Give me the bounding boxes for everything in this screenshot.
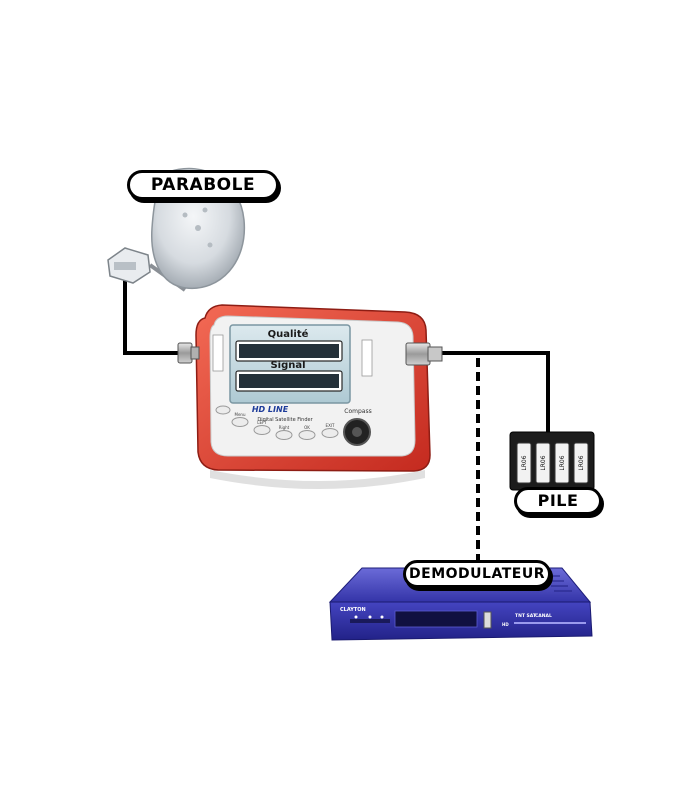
finder-shadow <box>210 470 425 489</box>
receiver-card-slot <box>483 611 492 629</box>
finder-button-label: Right <box>279 425 290 430</box>
receiver-power-button[interactable] <box>354 615 358 619</box>
finder-button-ok[interactable] <box>298 430 316 440</box>
receiver-vents <box>545 575 572 592</box>
label-pile: PILE <box>514 487 602 515</box>
battery-cell-label: LR06 <box>521 455 528 470</box>
battery-cell: LR06 <box>573 442 589 484</box>
battery-cell: LR06 <box>554 442 570 484</box>
finder-button-label: OK <box>304 425 310 430</box>
battery-cell: LR06 <box>516 442 532 484</box>
battery-pack: LR06 LR06 LR06 LR06 <box>509 431 595 491</box>
receiver-button-strip <box>350 619 390 623</box>
receiver-display <box>394 610 478 628</box>
receiver-slot-line <box>514 622 586 624</box>
finder-button-label: LEFT <box>257 420 267 425</box>
lnb-band <box>114 262 136 270</box>
receiver-down-button[interactable] <box>368 615 372 619</box>
finder-button-menu[interactable] <box>231 417 249 427</box>
cables <box>123 275 550 562</box>
finder-brand: HD LINE <box>252 405 289 414</box>
finder-button-label: Menu <box>235 412 246 417</box>
battery-cell-label: LR06 <box>540 455 547 470</box>
dish-dot <box>182 212 188 218</box>
satellite-finder: Qualité Signal HD LINE Digital Satellite… <box>177 304 443 489</box>
battery-cell-label: LR06 <box>559 455 566 470</box>
finder-button-left[interactable] <box>253 425 271 435</box>
cable-finder-to-battery <box>440 351 550 437</box>
coax-connector-right <box>405 342 443 366</box>
quality-bar-fill <box>239 344 339 358</box>
quality-label: Qualité <box>268 328 309 340</box>
label-parabole: PARABOLE <box>127 170 279 200</box>
compass-label: Compass <box>344 408 371 415</box>
dish-dot <box>195 225 201 231</box>
battery-cell-label: LR06 <box>578 455 585 470</box>
finder-buttons: Menu LEFT Right OK EXIT <box>215 405 339 440</box>
finder-button-right[interactable] <box>275 430 293 440</box>
compass-needle-hub <box>352 427 362 437</box>
tv-receiver: CLAYTON TNT SAT CANAL HD <box>328 567 593 641</box>
finder-button-power[interactable] <box>215 405 231 415</box>
coax-connector-left <box>177 342 200 364</box>
receiver-brand: CLAYTON <box>340 607 366 613</box>
receiver-badge-hd: HD <box>502 622 509 627</box>
signal-label: Signal <box>270 360 305 371</box>
finder-button-label: EXIT <box>326 423 335 428</box>
side-sticker-left <box>212 334 224 372</box>
dish-dot <box>202 207 208 213</box>
battery-cell: LR06 <box>535 442 551 484</box>
label-demodulateur: DEMODULATEUR <box>403 560 551 588</box>
receiver-badge-canal: CANAL <box>535 613 552 619</box>
side-sticker-right <box>361 339 373 377</box>
finder-subtitle: Digital Satellite Finder <box>257 417 313 423</box>
receiver-up-button[interactable] <box>380 615 384 619</box>
cable-dish-to-finder <box>123 275 180 355</box>
receiver-badge-tnt: TNT SAT <box>515 613 537 619</box>
finder-button-exit[interactable] <box>321 428 339 438</box>
signal-bar-fill <box>239 374 339 388</box>
dish-dot <box>207 242 213 248</box>
